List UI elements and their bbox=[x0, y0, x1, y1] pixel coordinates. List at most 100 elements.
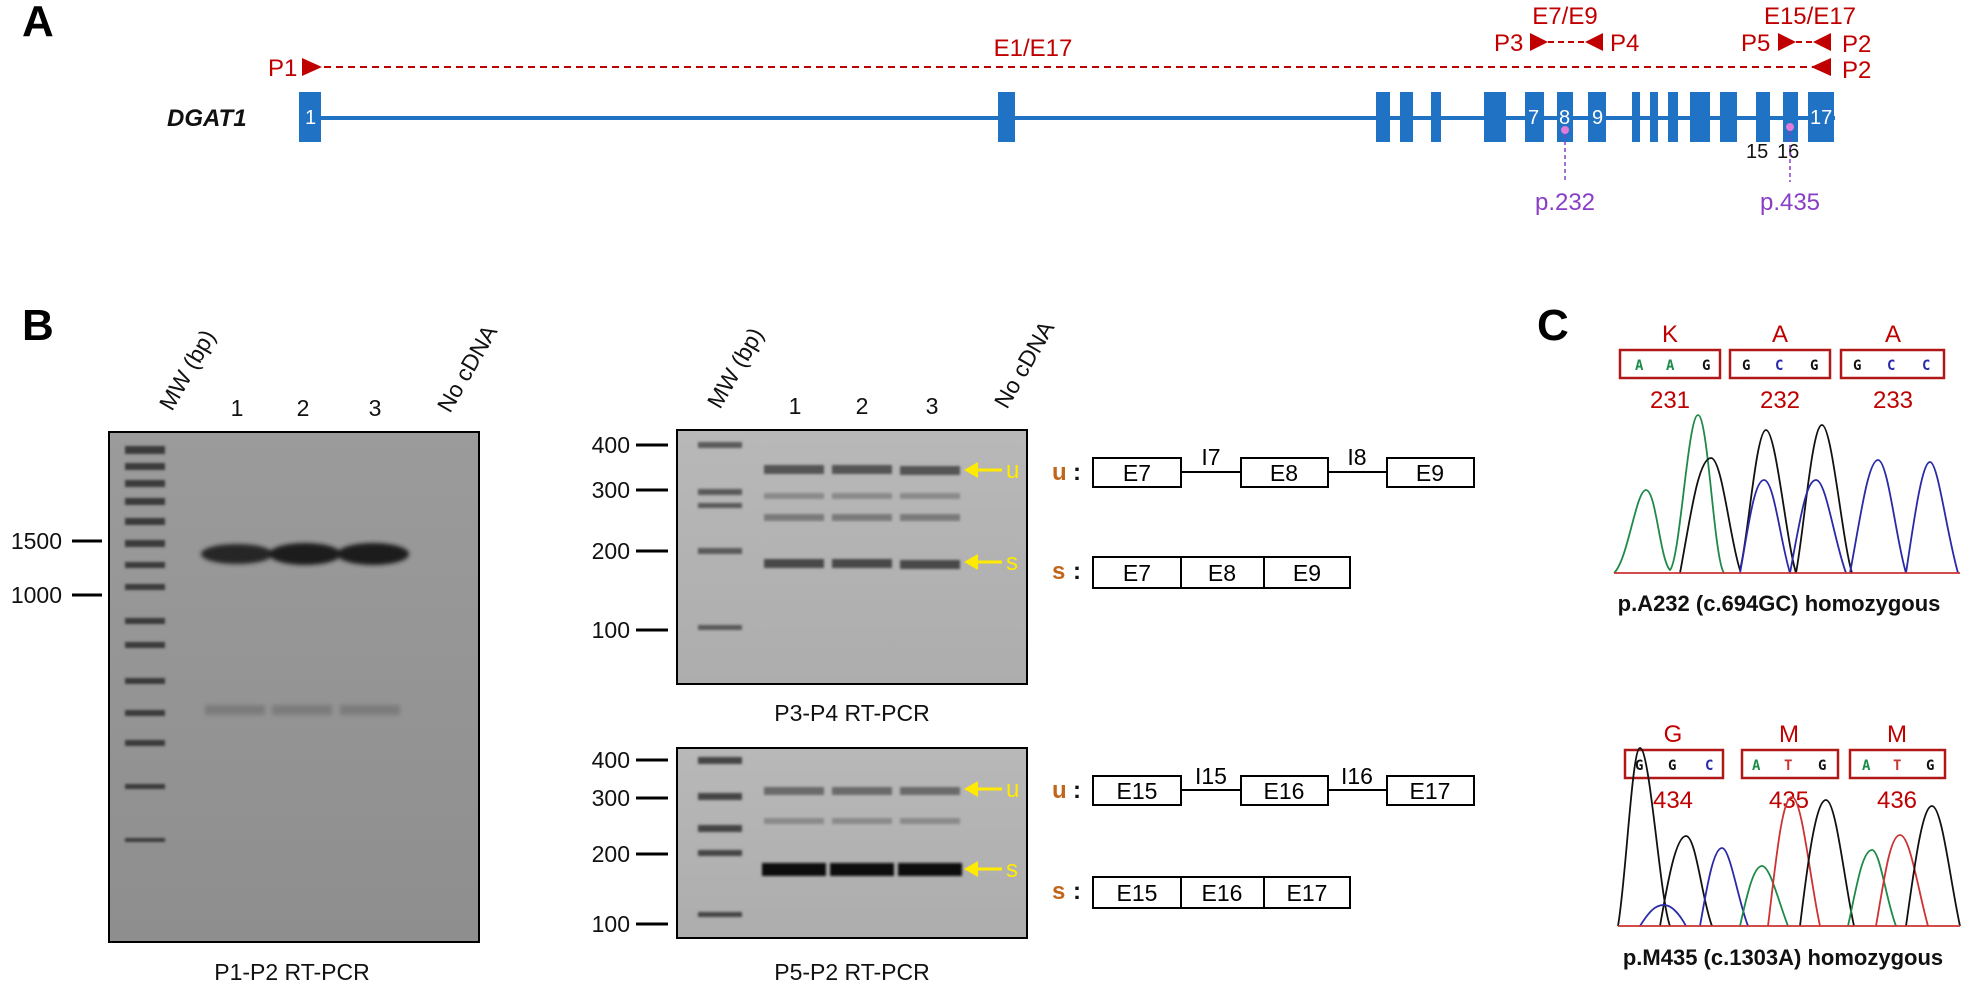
exon-3 bbox=[1376, 92, 1390, 142]
diagram2-s-label: s bbox=[1052, 878, 1065, 905]
gel3-size-400: 400 bbox=[592, 747, 630, 773]
mutation-232-dot bbox=[1561, 126, 1569, 134]
diagram2-s-exon-2 bbox=[1180, 876, 1265, 909]
top-nt-3-3: C bbox=[1922, 358, 1930, 374]
exon-10 bbox=[1632, 92, 1640, 142]
exon-15 bbox=[1756, 92, 1770, 142]
exon-5 bbox=[1431, 92, 1441, 142]
diagram2-u-label: u bbox=[1052, 777, 1067, 804]
exon-13 bbox=[1690, 92, 1710, 142]
bottom-pos-2: 435 bbox=[1769, 787, 1809, 814]
gel2-size-200: 200 bbox=[592, 538, 630, 564]
exon-2 bbox=[998, 92, 1015, 142]
diagram2-intron-2-label: I16 bbox=[1341, 763, 1373, 789]
diagram1-s-exon-1-label: E7 bbox=[1123, 560, 1151, 586]
gel1-size-1500: 1500 bbox=[11, 528, 62, 554]
primer-p2-marker bbox=[1811, 58, 1831, 76]
bottom-aa-2: M bbox=[1779, 721, 1799, 748]
diagram1-intron-1-label: I7 bbox=[1201, 444, 1220, 470]
diagram1-u-exon-3 bbox=[1386, 457, 1475, 488]
gel2-size-100: 100 bbox=[592, 617, 630, 643]
top-nt-1-2: A bbox=[1666, 358, 1675, 374]
bottom-nt-2-2: T bbox=[1784, 758, 1792, 774]
primer-p3-label: P3 bbox=[1494, 30, 1523, 57]
exon-12 bbox=[1668, 92, 1678, 142]
gel-3: 400 300 200 100 u s P5-P2 RT-PCR bbox=[592, 747, 1028, 985]
bottom-nucleotides: G G C A T G A T G bbox=[1635, 758, 1934, 774]
gel2-ladder bbox=[698, 442, 742, 630]
bottom-aa-3: M bbox=[1887, 721, 1907, 748]
gel2-lane-3: 3 bbox=[926, 393, 939, 419]
gel1-lane-3: 3 bbox=[369, 395, 382, 421]
bottom-nt-3-3: G bbox=[1926, 758, 1934, 774]
mutation-232-label: p.232 bbox=[1535, 189, 1595, 216]
primer-p2b-label: P2 bbox=[1842, 31, 1871, 58]
gel1-caption: P1-P2 RT-PCR bbox=[214, 959, 370, 985]
amplicon-e1-e17-label: E1/E17 bbox=[994, 35, 1073, 62]
gel3-bands bbox=[762, 787, 962, 876]
gel3-image bbox=[676, 747, 1028, 939]
gel1-bands bbox=[201, 543, 409, 715]
bottom-nt-1-3: C bbox=[1705, 758, 1713, 774]
gel3-ladder bbox=[698, 757, 742, 917]
top-codon-box-3 bbox=[1839, 348, 1946, 380]
primer-p5-label: P5 bbox=[1741, 30, 1770, 57]
gel2-arrow-u-label: u bbox=[1006, 457, 1019, 484]
bottom-codon-box-2 bbox=[1740, 748, 1840, 780]
gel1-lane-2: 2 bbox=[297, 395, 310, 421]
exon-7 bbox=[1525, 92, 1544, 142]
mutation-435-dot bbox=[1786, 123, 1794, 131]
gel3-arrow-u-label: u bbox=[1006, 776, 1019, 803]
exon-9 bbox=[1588, 92, 1606, 142]
top-nt-1-3: G bbox=[1702, 358, 1710, 374]
bottom-nt-2-3: G bbox=[1818, 758, 1826, 774]
gel2-size-300: 300 bbox=[592, 477, 630, 503]
diagram1-u-exon-2 bbox=[1240, 457, 1329, 488]
exon-8 bbox=[1557, 92, 1573, 142]
exon-9-label: 9 bbox=[1592, 107, 1603, 129]
gel2-no-cdna-label: No cDNA bbox=[989, 316, 1060, 413]
top-nt-2-1: G bbox=[1742, 358, 1750, 374]
diagram1-u-label: u bbox=[1052, 459, 1067, 486]
gel1-no-cdna-label: No cDNA bbox=[432, 320, 503, 417]
gel3-arrow-u-head bbox=[964, 781, 978, 797]
primer-p2-label: P2 bbox=[1842, 57, 1871, 84]
exon-14 bbox=[1720, 92, 1737, 142]
primer-p4-marker bbox=[1585, 33, 1603, 51]
top-pos-2: 232 bbox=[1760, 387, 1800, 414]
top-codon-box-2 bbox=[1728, 348, 1832, 380]
gel3-arrow-s-label: s bbox=[1006, 856, 1018, 883]
gel2-arrow-s-label: s bbox=[1006, 549, 1018, 576]
top-pos-1: 231 bbox=[1650, 387, 1690, 414]
exon-15-label: 15 bbox=[1746, 141, 1768, 163]
exon-8-label: 8 bbox=[1559, 107, 1570, 129]
chromatogram-top: K A A A A G G C G G C C 231 232 233 p.A2… bbox=[1613, 321, 1960, 616]
gel-2: MW (bp) 1 2 3 No cDNA bbox=[592, 316, 1060, 726]
gel2-arrow-u-head bbox=[964, 462, 978, 478]
diagram2-s-exon-3-label: E17 bbox=[1287, 880, 1328, 906]
exon-16 bbox=[1783, 92, 1798, 142]
gel3-size-200: 200 bbox=[592, 841, 630, 867]
bottom-trace bbox=[1617, 747, 1961, 927]
gel2-lane-1: 1 bbox=[789, 393, 802, 419]
diagram2-u-exon-3 bbox=[1386, 775, 1475, 806]
gene-name: DGAT1 bbox=[167, 105, 247, 132]
bottom-nt-3-2: T bbox=[1893, 758, 1901, 774]
exon-6 bbox=[1484, 92, 1506, 142]
bottom-pos-3: 436 bbox=[1877, 787, 1917, 814]
primer-p2-top-marker bbox=[1813, 33, 1831, 51]
diagram2-u-exon-1 bbox=[1092, 775, 1182, 806]
top-aa-3: A bbox=[1885, 321, 1901, 348]
top-nt-2-3: G bbox=[1810, 358, 1818, 374]
top-caption: p.A232 (c.694GC) homozygous bbox=[1618, 591, 1941, 616]
gel1-image bbox=[108, 431, 480, 943]
diagram1-u-exon-3-label: E9 bbox=[1416, 460, 1444, 486]
gel2-mw-label: MW (bp) bbox=[702, 323, 769, 412]
top-nt-3-2: C bbox=[1887, 358, 1895, 374]
diagram2-s-exon-2-label: E16 bbox=[1202, 880, 1243, 906]
gel2-lane-2: 2 bbox=[856, 393, 869, 419]
bottom-nt-2-1: A bbox=[1752, 758, 1761, 774]
panel-c-letter: C bbox=[1537, 301, 1569, 350]
diagram2-intron-1-label: I15 bbox=[1195, 763, 1227, 789]
